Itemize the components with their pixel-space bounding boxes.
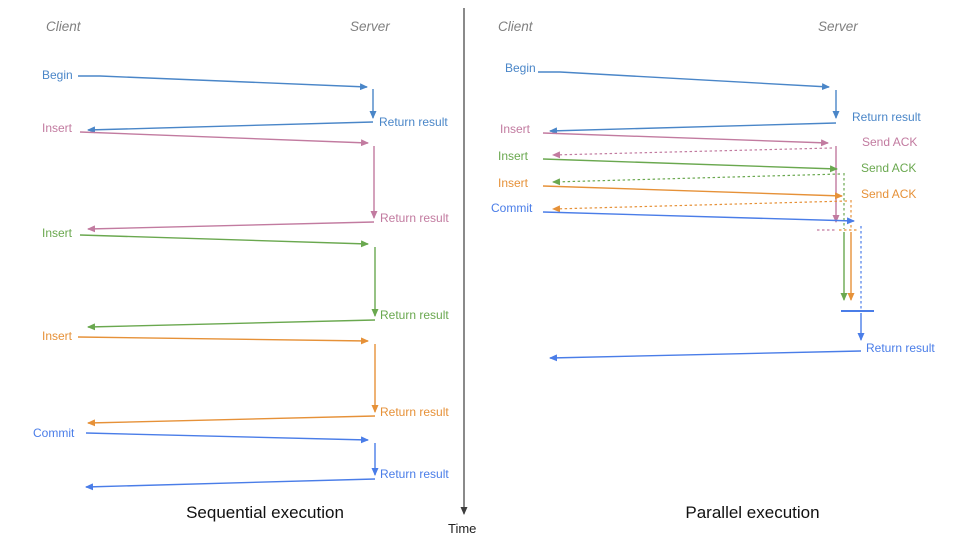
- right-insert1-ack: Send ACK: [862, 135, 918, 149]
- left-insert1-arrows: [79, 131, 378, 233]
- left-client-header: Client: [46, 19, 81, 34]
- right-commit-arrows: [542, 211, 874, 362]
- right-begin-arrows: [538, 71, 840, 135]
- left-begin-label: Begin: [42, 68, 73, 82]
- right-server-header: Server: [818, 19, 858, 34]
- left-insert3-label: Insert: [42, 329, 73, 343]
- left-insert1-label: Insert: [42, 121, 73, 135]
- right-insert2-arrows: [542, 158, 848, 301]
- right-insert1-arrows: [542, 132, 840, 231]
- left-insert3-arrows: [77, 336, 379, 427]
- right-begin-result: Return result: [852, 110, 921, 124]
- left-commit-result: Return result: [380, 467, 449, 481]
- right-begin-label: Begin: [505, 61, 536, 75]
- left-insert3-result: Return result: [380, 405, 449, 419]
- left-commit-arrows: [85, 432, 379, 491]
- time-axis-label: Time: [448, 521, 477, 536]
- left-commit-label: Commit: [33, 426, 75, 440]
- right-client-header: Client: [498, 19, 533, 34]
- right-commit-label: Commit: [491, 201, 533, 215]
- left-insert2-arrows: [79, 234, 379, 331]
- right-insert2-label: Insert: [498, 149, 529, 163]
- right-commit-result: Return result: [866, 341, 935, 355]
- right-insert3-ack: Send ACK: [861, 187, 917, 201]
- left-begin-arrows: [78, 75, 377, 134]
- left-insert1-result: Return result: [380, 211, 449, 225]
- right-insert2-ack: Send ACK: [861, 161, 917, 175]
- right-caption: Parallel execution: [685, 503, 820, 522]
- left-server-header: Server: [350, 19, 390, 34]
- left-caption: Sequential execution: [186, 503, 344, 522]
- left-insert2-result: Return result: [380, 308, 449, 322]
- left-insert2-label: Insert: [42, 226, 73, 240]
- right-insert3-arrows: [542, 185, 857, 301]
- right-insert1-label: Insert: [500, 122, 531, 136]
- left-begin-result: Return result: [379, 115, 448, 129]
- right-insert3-label: Insert: [498, 176, 529, 190]
